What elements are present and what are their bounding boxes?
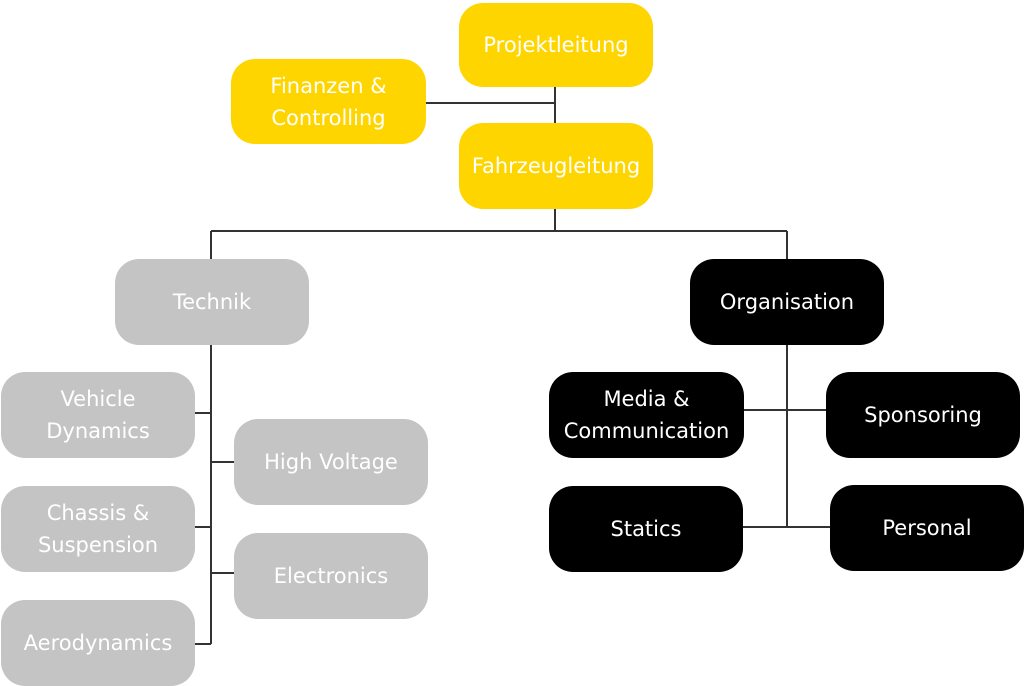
node-label: Media & Communication <box>563 387 730 443</box>
node-label: Fahrzeugleitung <box>471 154 641 178</box>
node-label: High Voltage <box>264 450 398 474</box>
node-label: Vehicle Dynamics <box>46 387 150 443</box>
node-sponsoring: Sponsoring <box>826 372 1020 458</box>
node-finanzen-controlling: Finanzen & Controlling <box>231 59 426 144</box>
node-label: Projektleitung <box>483 33 629 57</box>
node-label: Sponsoring <box>864 403 982 427</box>
node-label: Technik <box>172 290 252 314</box>
node-label: Finanzen & Controlling <box>270 73 387 130</box>
node-label: Aerodynamics <box>23 631 173 655</box>
node-chassis-suspension: Chassis & Suspension <box>1 486 195 572</box>
node-technik: Technik <box>115 259 309 345</box>
node-fahrzeugleitung: Fahrzeugleitung <box>459 123 653 209</box>
node-high-voltage: High Voltage <box>234 419 428 505</box>
node-statics: Statics <box>549 486 743 572</box>
node-label: Personal <box>882 516 972 540</box>
node-personal: Personal <box>830 485 1024 571</box>
node-label: Statics <box>610 517 682 541</box>
node-aerodynamics: Aerodynamics <box>1 600 195 686</box>
node-label: Chassis & Suspension <box>37 501 159 557</box>
node-label: Electronics <box>273 564 389 588</box>
node-vehicle-dynamics: Vehicle Dynamics <box>1 372 195 458</box>
node-label: Organisation <box>719 290 855 314</box>
node-projektleitung: Projektleitung <box>459 3 653 87</box>
node-organisation: Organisation <box>690 259 884 345</box>
node-electronics: Electronics <box>234 533 428 619</box>
node-media-communication: Media & Communication <box>549 372 744 458</box>
